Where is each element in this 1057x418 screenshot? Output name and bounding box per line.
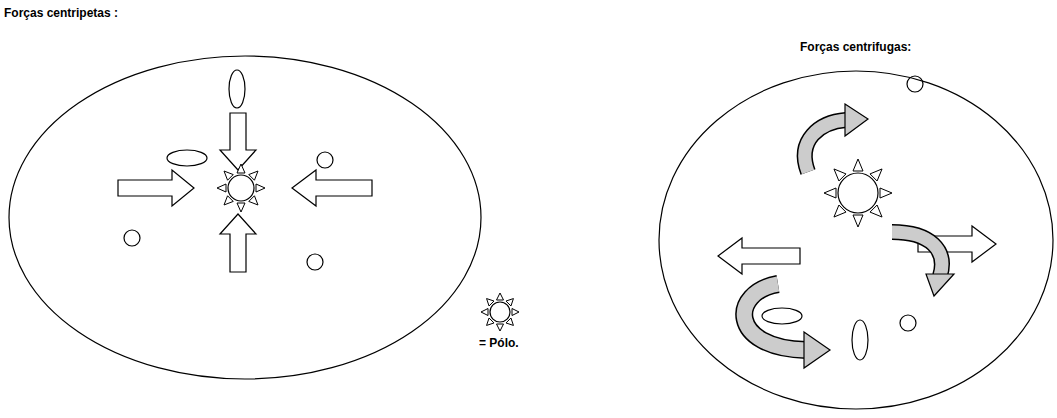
pole-ray [853, 215, 863, 227]
pole-core [838, 173, 878, 213]
pole-symbol [217, 164, 265, 212]
inward-arrow [220, 113, 256, 170]
pole-ray [237, 164, 245, 173]
region-ellipse: Forças centripetas : [8, 55, 482, 380]
legend-text: = Pólo. [479, 336, 519, 350]
pole-ray [256, 184, 265, 192]
curved-arrowhead [804, 332, 830, 368]
curved-arrow [744, 284, 806, 350]
pole-ray [512, 309, 519, 316]
curved-arrow [805, 120, 846, 172]
pole-ray [824, 188, 836, 198]
region-outline [8, 55, 482, 380]
curved-arrow [744, 284, 806, 350]
region-heading: Forças centripetas : [4, 6, 118, 20]
pole-ray [237, 203, 245, 212]
outward-arrow [718, 238, 800, 274]
small-ellipse [167, 150, 207, 166]
pole-ray [481, 309, 488, 316]
small-ellipse [762, 308, 802, 324]
pole-ray [497, 324, 504, 331]
legend-pole-symbol [481, 293, 519, 331]
inward-arrow [292, 170, 372, 206]
inward-arrow [220, 214, 256, 272]
region-outline [659, 71, 1053, 409]
curved-arrowhead [845, 104, 868, 136]
small-ellipse [229, 70, 245, 108]
curved-arrow [892, 232, 942, 276]
small-circle [124, 230, 140, 246]
pole-ray [217, 184, 226, 192]
small-circle [317, 152, 333, 168]
pole-ray [497, 293, 504, 300]
region-ellipse: Forças centrifugas: [658, 70, 1054, 410]
pole-core [490, 302, 510, 322]
pole-core [228, 175, 254, 201]
pole-symbol [824, 159, 892, 227]
curved-arrow [805, 120, 846, 172]
curved-arrow [892, 232, 942, 276]
inward-arrow [118, 170, 194, 206]
region-heading: Forças centrifugas: [800, 40, 911, 54]
region-outline [9, 56, 481, 379]
curved-arrowhead [926, 274, 954, 296]
region-outline [658, 70, 1054, 410]
small-circle [307, 254, 323, 270]
pole-ray [880, 188, 892, 198]
pole-ray [853, 159, 863, 171]
small-ellipse [852, 320, 868, 360]
small-circle [900, 315, 916, 331]
